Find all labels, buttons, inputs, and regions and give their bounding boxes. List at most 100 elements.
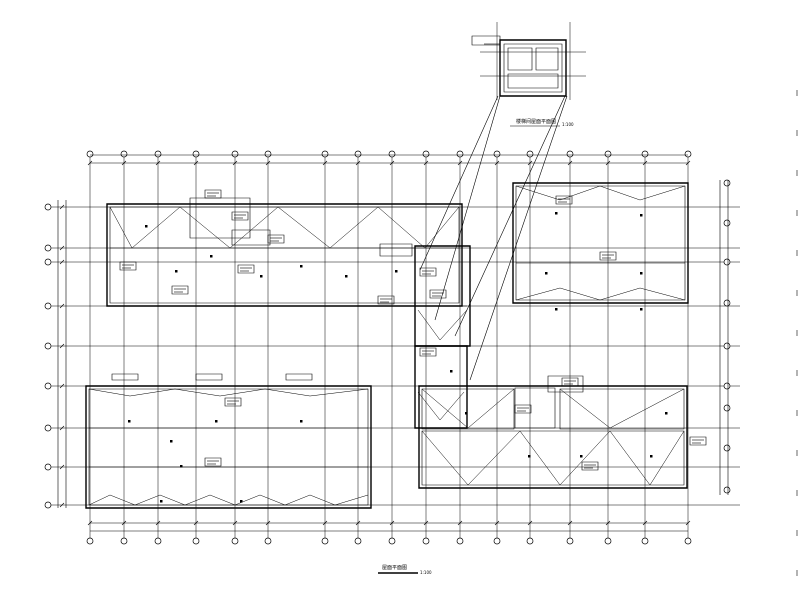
dimension-tick <box>458 521 462 525</box>
roof-drain-mark <box>300 420 303 423</box>
axis-bubble-top <box>527 151 533 157</box>
roof-block-upper-right <box>513 183 688 303</box>
dimension-tick <box>156 161 160 165</box>
dimension-tick <box>60 260 64 264</box>
roof-plan-title: 屋面平面图 1:100 <box>378 565 432 575</box>
roof-block-lower-right <box>419 376 687 488</box>
roof-annotations <box>120 190 706 503</box>
axis-bubble-bottom <box>121 538 127 544</box>
dimension-ticks <box>60 161 690 525</box>
axis-bubble-bottom <box>389 538 395 544</box>
dimension-tick <box>60 503 64 507</box>
axis-bubble-top <box>355 151 361 157</box>
roof-drain-mark <box>145 225 148 228</box>
roof-drain-mark <box>175 270 178 273</box>
axis-bubble-bottom <box>322 538 328 544</box>
axis-bubble-bottom <box>423 538 429 544</box>
roof-drain-mark <box>395 270 398 273</box>
axis-bubble-top <box>232 151 238 157</box>
dimension-tick <box>60 426 64 430</box>
axis-bubble-top <box>193 151 199 157</box>
dimension-tick <box>390 161 394 165</box>
axis-bubble-top <box>642 151 648 157</box>
dimension-tick <box>568 161 572 165</box>
axis-bubble-bottom <box>232 538 238 544</box>
dimension-tick <box>323 521 327 525</box>
dimension-tick <box>356 521 360 525</box>
stair-roof-plan-scale: 1:100 <box>562 122 574 127</box>
dimension-tick <box>194 161 198 165</box>
axis-bubble-top <box>265 151 271 157</box>
dimension-chain-right <box>720 180 728 495</box>
dimension-tick <box>122 521 126 525</box>
annotation-flag <box>556 196 572 204</box>
axis-bubble-bottom <box>155 538 161 544</box>
dimension-tick <box>528 161 532 165</box>
axis-bubble-top <box>155 151 161 157</box>
annotation-flag <box>582 462 598 470</box>
roof-drain-mark <box>260 275 263 278</box>
roof-drain-mark <box>640 272 643 275</box>
dimension-tick <box>266 521 270 525</box>
dimension-tick <box>88 161 92 165</box>
annotation-flag <box>232 212 248 220</box>
axis-bubble-right <box>724 487 730 493</box>
axis-bubble-left <box>45 425 51 431</box>
dimension-tick <box>643 161 647 165</box>
annotation-flag <box>225 398 241 406</box>
dimension-chain-top <box>90 155 688 163</box>
axis-bubble-bottom <box>527 538 533 544</box>
roof-drain-mark <box>545 272 548 275</box>
dimension-tick <box>356 161 360 165</box>
roof-drain-mark <box>345 275 348 278</box>
annotation-flag <box>420 348 436 356</box>
axis-bubble-bottom <box>457 538 463 544</box>
axis-bubble-left <box>45 204 51 210</box>
axis-bubble-bottom <box>642 538 648 544</box>
axis-bubble-right <box>724 405 730 411</box>
axis-bubble-top <box>87 151 93 157</box>
roof-drain-mark <box>180 465 183 468</box>
axis-bubble-bottom <box>567 538 573 544</box>
dimension-tick <box>424 161 428 165</box>
dimension-tick <box>686 161 690 165</box>
dimension-tick <box>60 205 64 209</box>
roof-drain-mark <box>210 255 213 258</box>
annotation-flag <box>172 286 188 294</box>
detail-leader-lines <box>420 96 567 380</box>
dimension-tick <box>88 521 92 525</box>
dimension-tick <box>528 521 532 525</box>
roof-drain-mark <box>528 455 531 458</box>
dimension-tick <box>60 246 64 250</box>
roof-plan-scale: 1:100 <box>420 570 432 575</box>
dimension-tick <box>686 521 690 525</box>
dimension-tick <box>233 161 237 165</box>
axis-bubble-bottom <box>193 538 199 544</box>
roof-drain-mark <box>160 500 163 503</box>
dimension-tick <box>266 161 270 165</box>
annotation-flag <box>205 458 221 466</box>
axis-bubble-left <box>45 303 51 309</box>
axis-bubble-right <box>724 180 730 186</box>
dimension-tick <box>60 344 64 348</box>
dimension-tick <box>323 161 327 165</box>
axis-bubbles <box>45 151 730 544</box>
axis-bubble-bottom <box>494 538 500 544</box>
dimension-tick <box>60 304 64 308</box>
dimension-tick <box>606 161 610 165</box>
axis-bubble-bottom <box>87 538 93 544</box>
annotation-flag <box>420 268 436 276</box>
axis-bubble-left <box>45 464 51 470</box>
dimension-tick <box>495 521 499 525</box>
annotation-flag <box>268 235 284 243</box>
annotation-flag <box>205 190 221 198</box>
axis-bubble-right <box>724 300 730 306</box>
dimension-tick <box>194 521 198 525</box>
roof-drain-mark <box>640 308 643 311</box>
dimension-tick <box>643 521 647 525</box>
axis-bubble-right <box>724 445 730 451</box>
roof-drain-mark <box>170 440 173 443</box>
roof-drain-mark <box>465 412 468 415</box>
axis-bubble-left <box>45 383 51 389</box>
stair-room-inset-plan <box>472 22 586 100</box>
